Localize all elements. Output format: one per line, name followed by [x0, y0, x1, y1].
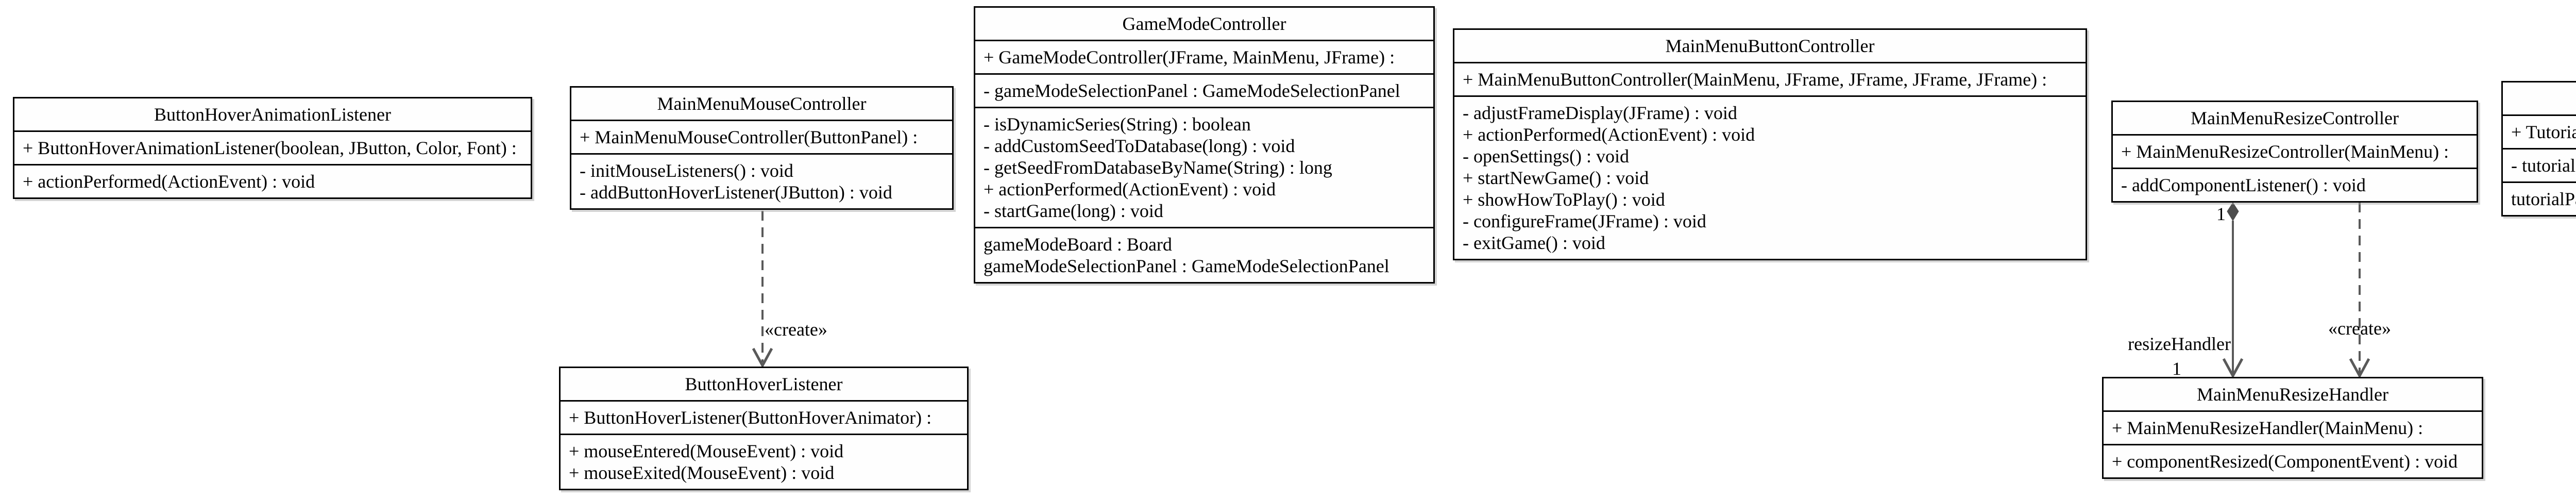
constructor-compartment: + GameModeController(JFrame, MainMenu, J… — [975, 40, 1433, 73]
class-title: ButtonHoverListener — [685, 374, 843, 394]
edge-label-create-mouse: «create» — [765, 319, 827, 340]
constructor-compartment: + ButtonHoverAnimationListener(boolean, … — [14, 130, 531, 164]
methods-compartment: + actionPerformed(ActionEvent) : void — [14, 164, 531, 197]
member-line: gameModeBoard : Board — [984, 234, 1172, 255]
constructor-compartment: + MainMenuResizeController(MainMenu) : — [2113, 134, 2477, 168]
class-title: MainMenuResizeController — [2191, 108, 2399, 128]
member-line: - initMouseListeners() : void — [580, 160, 793, 181]
class-button-hover-animation-listener: ButtonHoverAnimationListener + ButtonHov… — [13, 97, 532, 199]
bottom-fields-compartment: tutorialPanel : JPanel — [2503, 181, 2576, 215]
edge-label-role-resizehandler: resizeHandler — [2128, 334, 2231, 354]
member-line: tutorialPanel : JPanel — [2511, 189, 2576, 209]
member-line: + mouseEntered(MouseEvent) : void — [569, 441, 844, 461]
class-main-menu-button-controller: MainMenuButtonController + MainMenuButto… — [1453, 28, 2087, 260]
member-line: + MainMenuMouseController(ButtonPanel) : — [580, 127, 918, 147]
member-line: gameModeSelectionPanel : GameModeSelecti… — [984, 256, 1389, 276]
member-line: - addComponentListener() : void — [2121, 175, 2366, 195]
composition-diamond — [2227, 202, 2239, 221]
constructor-compartment: + MainMenuResizeHandler(MainMenu) : — [2104, 410, 2482, 444]
class-main-menu-resize-controller: MainMenuResizeController + MainMenuResiz… — [2111, 101, 2478, 203]
member-line: + GameModeController(JFrame, MainMenu, J… — [984, 47, 1395, 68]
fields-compartment: - tutorialPanel : TutorialPanel — [2503, 148, 2576, 181]
member-line: - openSettings() : void — [1463, 146, 1629, 167]
member-line: + MainMenuButtonController(MainMenu, JFr… — [1463, 69, 2047, 90]
member-line: + startNewGame() : void — [1463, 168, 1649, 188]
member-line: + mouseExited(MouseEvent) : void — [569, 462, 835, 483]
class-title: ButtonHoverAnimationListener — [154, 104, 391, 125]
member-line: - tutorialPanel : TutorialPanel — [2511, 155, 2576, 176]
constructor-compartment: + MainMenuButtonController(MainMenu, JFr… — [1454, 62, 2086, 95]
member-line: + actionPerformed(ActionEvent) : void — [984, 179, 1276, 200]
create-dependency-arrowhead-mouse — [752, 347, 773, 369]
member-line: + actionPerformed(ActionEvent) : void — [23, 171, 315, 192]
member-line: - isDynamicSeries(String) : boolean — [984, 114, 1251, 135]
member-line: + MainMenuResizeController(MainMenu) : — [2121, 141, 2449, 162]
member-line: - gameModeSelectionPanel : GameModeSelec… — [984, 80, 1400, 101]
class-title: MainMenuButtonController — [1665, 36, 1875, 56]
create-dependency-arrowhead-resize — [2349, 358, 2370, 379]
edge-label-source-multiplicity: 1 — [2216, 204, 2226, 224]
member-line: - addButtonHoverListener(JButton) : void — [580, 182, 892, 203]
member-line: - configureFrame(JFrame) : void — [1463, 211, 1706, 231]
methods-compartment: - addComponentListener() : void — [2113, 168, 2477, 201]
member-line: - getSeedFromDatabaseByName(String) : lo… — [984, 157, 1332, 178]
constructor-compartment: + TutorialController(MainMenu, JFrame) : — [2503, 114, 2576, 148]
edge-label-create-resize: «create» — [2328, 318, 2391, 339]
member-line: + ButtonHoverAnimationListener(boolean, … — [23, 138, 517, 158]
class-game-mode-controller: GameModeController + GameModeController(… — [974, 6, 1435, 284]
member-line: + componentResized(ComponentEvent) : voi… — [2112, 451, 2458, 472]
member-line: - startGame(long) : void — [984, 201, 1163, 221]
member-line: + actionPerformed(ActionEvent) : void — [1463, 124, 1755, 145]
class-title: GameModeController — [1122, 13, 1286, 34]
fields-compartment: - gameModeSelectionPanel : GameModeSelec… — [975, 73, 1433, 107]
methods-compartment: - initMouseListeners() : void - addButto… — [571, 153, 952, 208]
member-line: + ButtonHoverListener(ButtonHoverAnimato… — [569, 407, 932, 428]
class-title: MainMenuMouseController — [657, 93, 867, 114]
class-main-menu-mouse-controller: MainMenuMouseController + MainMenuMouseC… — [570, 86, 954, 210]
member-line: - exitGame() : void — [1463, 233, 1605, 253]
class-title: MainMenuResizeHandler — [2197, 384, 2388, 405]
methods-compartment: - isDynamicSeries(String) : boolean - ad… — [975, 107, 1433, 227]
bottom-fields-compartment: gameModeBoard : Board gameModeSelectionP… — [975, 227, 1433, 282]
member-line: + TutorialController(MainMenu, JFrame) : — [2511, 122, 2576, 142]
methods-compartment: + componentResized(ComponentEvent) : voi… — [2104, 444, 2482, 477]
member-line: - addCustomSeedToDatabase(long) : void — [984, 136, 1295, 156]
methods-compartment: + mouseEntered(MouseEvent) : void + mous… — [561, 434, 967, 489]
member-line: - adjustFrameDisplay(JFrame) : void — [1463, 103, 1737, 123]
class-button-hover-listener: ButtonHoverListener + ButtonHoverListene… — [559, 367, 969, 490]
member-line: + showHowToPlay() : void — [1463, 189, 1665, 210]
class-main-menu-resize-handler: MainMenuResizeHandler + MainMenuResizeHa… — [2102, 377, 2483, 479]
constructor-compartment: + MainMenuMouseController(ButtonPanel) : — [571, 120, 952, 153]
constructor-compartment: + ButtonHoverListener(ButtonHoverAnimato… — [561, 400, 967, 434]
class-tutorial-controller: TutorialController + TutorialController(… — [2501, 81, 2576, 217]
edge-label-target-multiplicity: 1 — [2172, 358, 2181, 379]
composition-arrowhead — [2222, 358, 2244, 379]
member-line: + MainMenuResizeHandler(MainMenu) : — [2112, 418, 2424, 438]
methods-compartment: - adjustFrameDisplay(JFrame) : void + ac… — [1454, 95, 2086, 259]
class-title: TutorialController — [2503, 82, 2576, 114]
